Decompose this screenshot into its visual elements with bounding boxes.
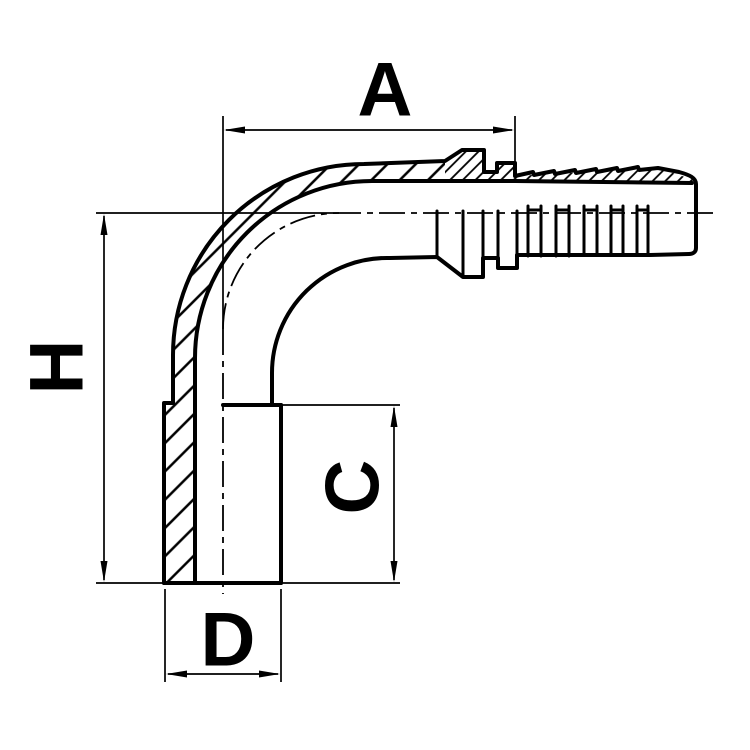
dimension-h: H [15,212,335,584]
dimension-d: D [164,589,282,683]
dim-h-arrow-bottom [100,561,108,582]
dim-a-arrow-left [224,126,245,134]
dim-d-arrow-right [259,670,280,678]
dimension-d-label: D [201,598,256,683]
bore-line [193,179,694,585]
dimension-c: C [283,404,400,584]
barb-grooves [526,204,650,258]
dimension-a: A [222,48,516,329]
hatch-bend-wall [164,161,445,583]
dim-a-arrow-right [493,126,514,134]
dim-h-arrow-top [100,214,108,235]
dim-c-arrow-top [390,406,398,427]
dim-d-arrow-left [166,670,187,678]
dimension-c-label: C [311,460,396,515]
section-hatching [164,150,694,583]
dimension-a-label: A [358,48,413,133]
dim-c-arrow-bottom [390,561,398,582]
hatch-stem-band [445,150,694,184]
dimension-h-label: H [15,340,100,395]
centerlines [222,212,716,594]
bend-axis-centerline [222,212,340,330]
stem-junction-edges [435,209,519,279]
fitting-body [162,148,698,585]
fitting-outer-profile [162,148,698,585]
